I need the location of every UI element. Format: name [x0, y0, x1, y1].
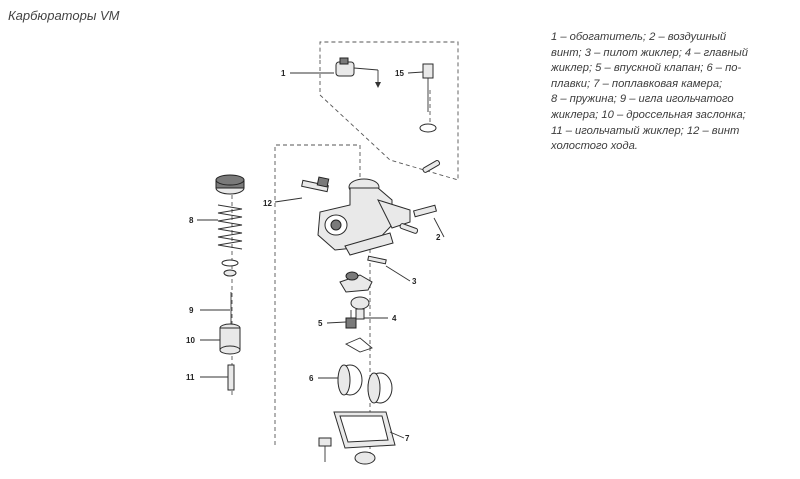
callout-2: 2 — [436, 233, 441, 242]
legend-line: холостого хода. — [551, 140, 638, 153]
part-enricher — [335, 57, 381, 88]
legend-line: плавки; 7 – поплавковая камера; — [551, 77, 723, 90]
part-pilot-jet — [367, 255, 387, 265]
assembly-guide-lines — [231, 41, 459, 460]
part-main-jet — [350, 296, 370, 320]
part-float-bracket — [339, 271, 373, 293]
callout-7: 7 — [405, 434, 410, 443]
legend-line: жиклера; 10 – дроссельная заслонка; — [551, 108, 746, 121]
legend-line: винт; 3 – пилот жиклер; 4 – главный — [551, 46, 748, 59]
callout-10: 10 — [186, 336, 195, 345]
page-title: Карбюраторы VM — [8, 8, 120, 23]
callout-6: 6 — [309, 374, 314, 383]
callout-leaders — [197, 71, 445, 439]
part-float-chamber — [318, 411, 396, 465]
part-air-screw — [399, 160, 441, 234]
callout-4: 4 — [392, 314, 397, 323]
part-float-pin — [344, 337, 373, 353]
part-spring — [215, 174, 245, 277]
callout-5: 5 — [318, 319, 323, 328]
part-idle-screw — [301, 176, 330, 193]
callout-11: 11 — [186, 373, 195, 382]
legend-line: 11 – игольчатый жиклер; 12 – винт — [551, 124, 740, 137]
part-needle-jet — [227, 364, 235, 391]
callout-9: 9 — [189, 306, 194, 315]
legend-line: 8 – пружина; 9 – игла игольчатого — [551, 93, 734, 106]
callout-8: 8 — [189, 216, 194, 225]
part-throttle-slide — [219, 323, 241, 355]
part-floats — [337, 364, 393, 404]
legend-line: 1 – обогатитель; 2 – воздушный — [551, 31, 727, 43]
parts-legend: 1 – обогатитель; 2 – воздушный винт; 3 –… — [551, 30, 783, 155]
callout-3: 3 — [412, 277, 417, 286]
part-carburetor-body — [317, 178, 411, 256]
callout-12: 12 — [263, 199, 272, 208]
legend-line: жиклер; 5 – впускной клапан; 6 – по- — [551, 62, 742, 75]
part-15 — [419, 63, 437, 133]
callout-15: 15 — [395, 69, 404, 78]
callout-1: 1 — [281, 69, 286, 78]
part-inlet-valve — [345, 310, 357, 329]
